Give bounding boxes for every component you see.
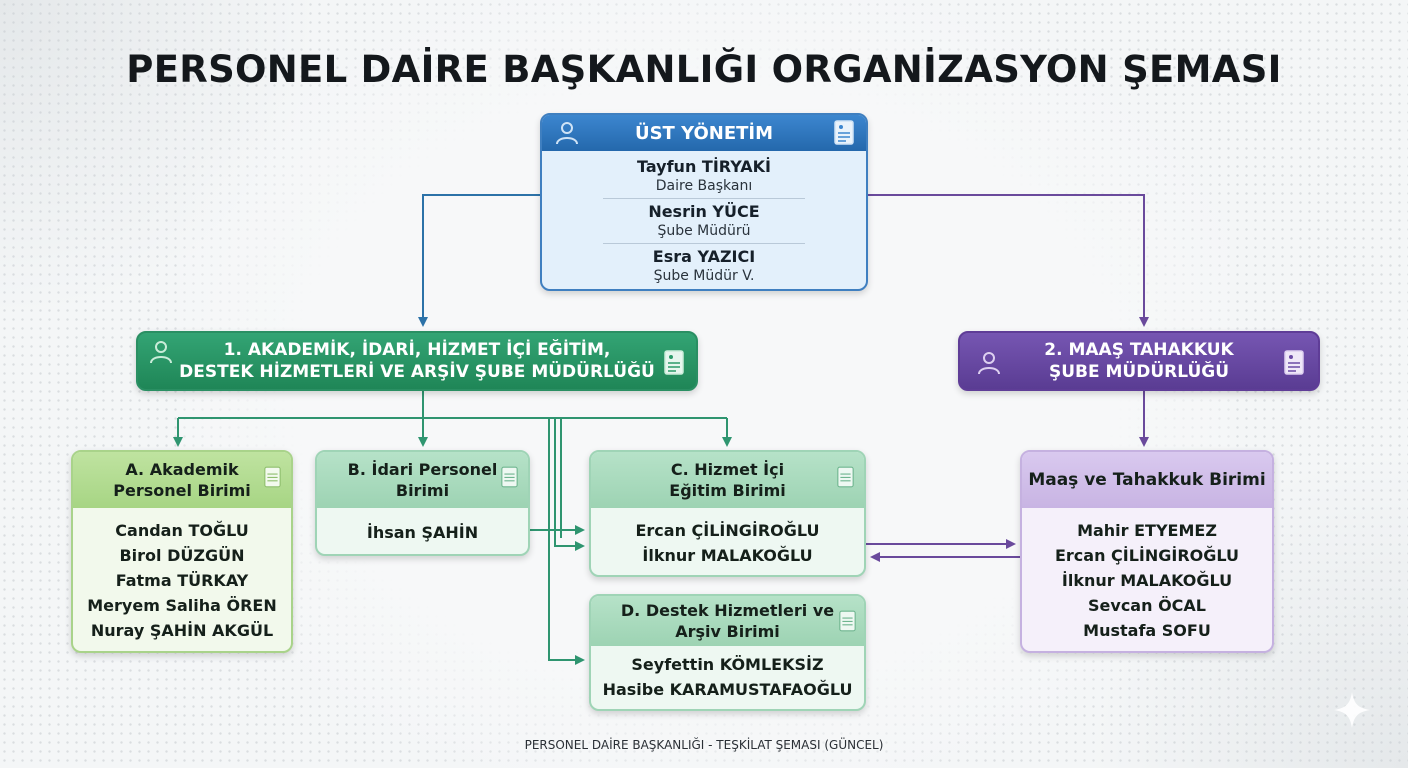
unit-d-box: D. Destek Hizmetleri ve Arşiv Birimi Sey…	[589, 594, 866, 711]
unit-a-header: A. Akademik Personel Birimi	[73, 452, 291, 508]
unit-d-title-line1: D. Destek Hizmetleri ve	[620, 601, 835, 620]
page-title: PERSONEL DAİRE BAŞKANLIĞI ORGANİZASYON Ş…	[126, 48, 1282, 91]
division-1-label-line2: DESTEK HİZMETLERİ VE ARŞİV ŞUBE MÜDÜRLÜĞ…	[179, 362, 655, 382]
staff-name: Candan TOĞLU	[115, 521, 249, 540]
connector-to-unit-d	[548, 418, 585, 665]
unit-b-header: B. İdari Personel Birimi	[317, 452, 528, 508]
manager-title: Daire Başkanı	[655, 178, 753, 194]
staff-name: Ercan ÇİLİNGİROĞLU	[1054, 546, 1240, 565]
unit-d-staff-list: Seyfettin KÖMLEKSİZ Hasibe KARAMUSTAFAOĞ…	[591, 646, 864, 702]
unit-c-title-line2: Eğitim Birimi	[669, 481, 786, 500]
staff-name: İlknur MALAKOĞLU	[1061, 571, 1233, 590]
unit-a-title-line2: Personel Birimi	[113, 481, 251, 500]
sparkle-icon	[1334, 692, 1370, 728]
manager-name: Tayfun TİRYAKİ	[637, 157, 771, 176]
staff-name: Meryem Saliha ÖREN	[87, 596, 277, 615]
unit-d-title-line2: Arşiv Birimi	[675, 622, 780, 641]
unit-a-box: A. Akademik Personel Birimi Candan TOĞLU…	[71, 450, 293, 653]
division-1-label-line1: 1. AKADEMİK, İDARİ, HİZMET İÇİ EĞİTİM,	[223, 340, 611, 360]
unit-c-title-line1: C. Hizmet İçi	[670, 460, 785, 479]
manager-title: Şube Müdür V.	[653, 268, 755, 284]
document-icon	[837, 466, 854, 488]
unit-e-staff-list: Mahir ETYEMEZ Ercan ÇİLİNGİROĞLU İlknur …	[1022, 508, 1272, 643]
division-1-label: 1. AKADEMİK, İDARİ, HİZMET İÇİ EĞİTİM, D…	[138, 333, 696, 389]
top-management-members: Tayfun TİRYAKİ Daire Başkanı Nesrin YÜCE…	[542, 151, 866, 288]
document-icon	[834, 120, 854, 145]
unit-a-title-line1: A. Akademik	[125, 460, 239, 479]
unit-c-box: C. Hizmet İçi Eğitim Birimi Ercan ÇİLİNG…	[589, 450, 866, 577]
document-icon	[664, 350, 684, 375]
document-icon	[264, 466, 281, 488]
person-icon	[150, 341, 172, 364]
unit-e-header: Maaş ve Tahakkuk Birimi	[1022, 452, 1272, 508]
person-icon	[978, 352, 1000, 375]
staff-name: Ercan ÇİLİNGİROĞLU	[635, 521, 820, 540]
staff-name: Seyfettin KÖMLEKSİZ	[631, 655, 824, 674]
staff-name: Hasibe KARAMUSTAFAOĞLU	[602, 680, 853, 699]
unit-b-title-line1: B. İdari Personel	[347, 460, 498, 479]
unit-b-title-line2: Birimi	[395, 481, 450, 500]
staff-name: Sevcan ÖCAL	[1088, 596, 1206, 615]
person-icon	[556, 122, 578, 145]
manager-row: Nesrin YÜCE Şube Müdürü	[603, 198, 805, 243]
unit-c-staff-list: Ercan ÇİLİNGİROĞLU İlknur MALAKOĞLU	[591, 508, 864, 568]
manager-row: Esra YAZICI Şube Müdür V.	[603, 243, 805, 288]
top-management-title: ÜST YÖNETİM	[634, 122, 774, 144]
staff-name: Birol DÜZGÜN	[119, 546, 245, 565]
document-icon	[839, 610, 856, 632]
connector-bus-to-c-1	[554, 418, 585, 551]
document-icon	[501, 466, 518, 488]
unit-b-staff-list: İhsan ŞAHİN	[317, 508, 528, 545]
unit-e-title: Maaş ve Tahakkuk Birimi	[1028, 469, 1266, 490]
staff-name: Fatma TÜRKAY	[115, 571, 249, 590]
document-icon	[1284, 350, 1304, 375]
top-management-box: ÜST YÖNETİM Tayfun TİRYAKİ Daire Başkanı…	[540, 113, 868, 291]
staff-name: Nuray ŞAHİN AKGÜL	[90, 621, 274, 640]
manager-title: Şube Müdürü	[657, 223, 751, 239]
staff-name: İhsan ŞAHİN	[366, 523, 479, 542]
manager-name: Esra YAZICI	[652, 247, 756, 266]
staff-name: Mahir ETYEMEZ	[1077, 521, 1217, 540]
unit-b-box: B. İdari Personel Birimi İhsan ŞAHİN	[315, 450, 530, 556]
unit-a-staff-list: Candan TOĞLU Birol DÜZGÜN Fatma TÜRKAY M…	[73, 508, 291, 643]
division-2-box: 2. MAAŞ TAHAKKUK ŞUBE MÜDÜRLÜĞÜ	[958, 331, 1320, 391]
manager-row: Tayfun TİRYAKİ Daire Başkanı	[603, 157, 805, 198]
unit-d-header: D. Destek Hizmetleri ve Arşiv Birimi	[591, 596, 864, 646]
division-2-label: 2. MAAŞ TAHAKKUK ŞUBE MÜDÜRLÜĞÜ	[960, 333, 1318, 389]
unit-c-header: C. Hizmet İçi Eğitim Birimi	[591, 452, 864, 508]
unit-e-box: Maaş ve Tahakkuk Birimi Mahir ETYEMEZ Er…	[1020, 450, 1274, 653]
footer-caption: PERSONEL DAİRE BAŞKANLIĞI - TEŞKİLAT ŞEM…	[524, 738, 884, 752]
connector-top-to-div2	[868, 194, 1149, 327]
staff-name: İlknur MALAKOĞLU	[642, 546, 813, 565]
manager-name: Nesrin YÜCE	[648, 202, 760, 221]
division-2-label-line2: ŞUBE MÜDÜRLÜĞÜ	[1048, 362, 1230, 382]
division-1-box: 1. AKADEMİK, İDARİ, HİZMET İÇİ EĞİTİM, D…	[136, 331, 698, 391]
connector-top-to-div1	[418, 194, 540, 327]
staff-name: Mustafa SOFU	[1083, 621, 1211, 640]
division-2-label-line1: 2. MAAŞ TAHAKKUK	[1044, 340, 1234, 360]
top-management-header: ÜST YÖNETİM	[542, 115, 866, 151]
